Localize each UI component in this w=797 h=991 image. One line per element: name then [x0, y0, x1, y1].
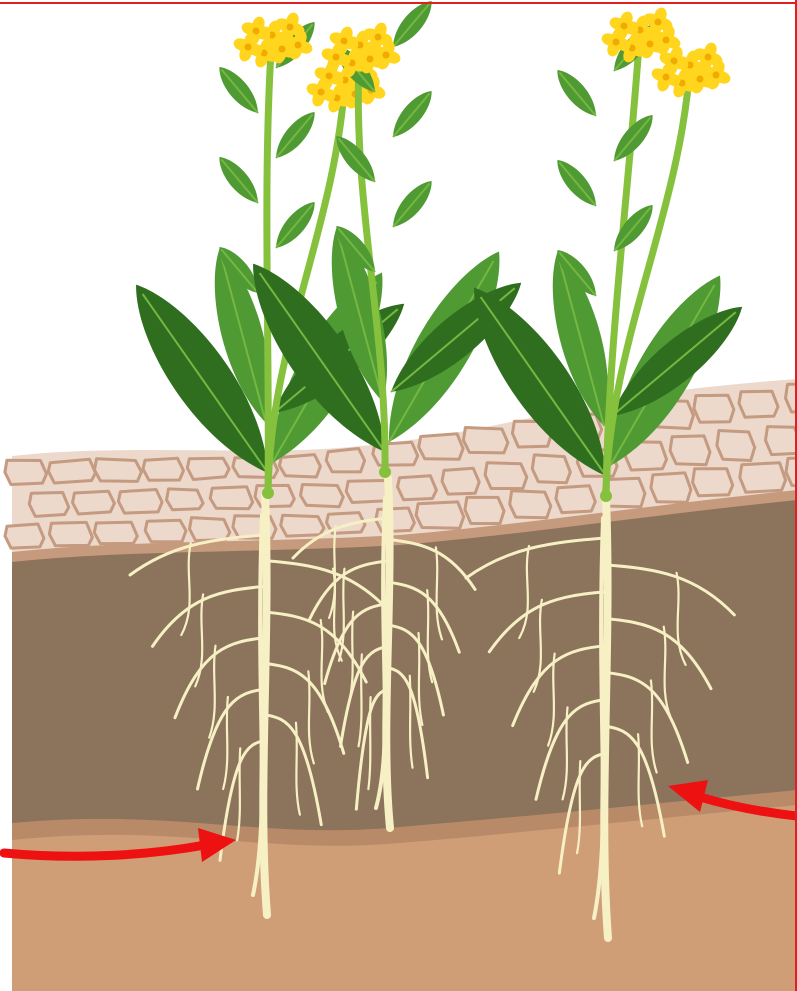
crust-clod — [143, 458, 184, 480]
flower-center — [713, 72, 720, 79]
crust-clod — [301, 485, 344, 507]
stem-base — [600, 490, 612, 502]
crust-clod — [442, 468, 479, 494]
crust-clod — [485, 463, 527, 489]
stem-base — [379, 466, 391, 478]
crust-clod — [670, 436, 710, 465]
crust-clod — [556, 486, 595, 513]
crust-clod — [5, 460, 47, 484]
crust-clod — [651, 473, 691, 502]
flower-center — [318, 89, 325, 96]
crust-clod — [167, 489, 204, 510]
flower-center — [287, 24, 294, 31]
taproot — [263, 495, 267, 915]
flower-center — [333, 54, 340, 61]
crust-clod — [190, 518, 230, 541]
crust-clod — [416, 502, 464, 528]
crust-clod — [145, 520, 186, 542]
crust-clod — [419, 434, 463, 460]
crust-clod — [693, 469, 733, 496]
flower-center — [697, 76, 704, 83]
flower-center — [383, 52, 390, 59]
flower-center — [705, 54, 712, 61]
crust-clod — [255, 485, 294, 506]
crust-clod — [48, 459, 95, 483]
flower-center — [663, 74, 670, 81]
crust-clod — [465, 497, 504, 523]
crust-clod — [326, 449, 364, 472]
crust-clod — [187, 458, 229, 479]
flower-center — [375, 34, 382, 41]
crust-clod — [94, 522, 137, 543]
crust-clod — [279, 455, 320, 477]
flower-center — [647, 41, 654, 48]
crust-clod — [532, 455, 570, 483]
flower-center — [279, 46, 286, 53]
crust-clod — [398, 476, 437, 500]
flower-center — [295, 42, 302, 49]
flower-center — [663, 37, 670, 44]
crust-clod — [739, 391, 778, 417]
stem-base — [262, 487, 274, 499]
flower-center — [367, 56, 374, 63]
crust-clod — [118, 490, 162, 514]
crust-clod — [717, 431, 755, 461]
taproot — [386, 478, 390, 828]
crust-clod — [73, 491, 115, 514]
crust-clod — [29, 493, 68, 517]
flower-center — [613, 39, 620, 46]
crust-clod — [740, 463, 786, 493]
crust-clod — [766, 427, 797, 455]
crust-clod — [49, 522, 92, 545]
crust-clod — [210, 487, 253, 509]
crust-clod — [694, 395, 734, 422]
flower-center — [245, 44, 252, 51]
crust-clod — [5, 524, 44, 548]
crust-clod — [510, 491, 551, 518]
flower-center — [655, 19, 662, 26]
crust-clod — [281, 515, 324, 536]
crust-clod — [463, 428, 508, 453]
crust-clod — [95, 459, 142, 482]
